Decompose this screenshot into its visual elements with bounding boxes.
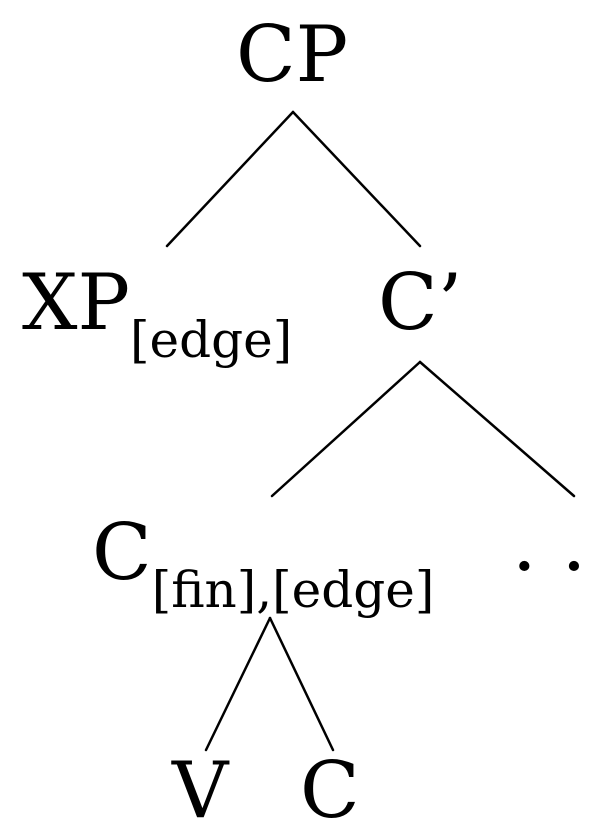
edge-cp-cbar (291, 110, 422, 248)
node-v: V (172, 752, 228, 830)
node-cbar: C’ (378, 264, 462, 342)
node-xp-edge: XP[edge] (22, 264, 292, 365)
edge-cp-xp (165, 110, 295, 248)
node-cbar-label: C’ (378, 258, 463, 348)
node-c: C (300, 752, 360, 830)
node-c-head-subscript: [fin],[edge] (151, 561, 435, 619)
edge-cbar-ellipsis (418, 360, 576, 498)
node-c-label: C (300, 746, 360, 836)
node-ellipsis-label: · · · (512, 522, 614, 612)
edge-chead-v (204, 616, 272, 752)
node-c-head: C[fin],[edge] (92, 514, 434, 615)
node-cp-label: CP (236, 10, 349, 100)
node-xp-label: XP (22, 258, 131, 348)
node-v-label: V (172, 746, 229, 836)
edge-cbar-chead (270, 360, 422, 498)
node-ellipsis: · · · (512, 528, 614, 606)
node-c-head-label: C (92, 508, 152, 598)
node-cp: CP (236, 16, 348, 94)
node-xp-subscript: [edge] (130, 311, 293, 369)
edge-chead-c (268, 616, 335, 752)
